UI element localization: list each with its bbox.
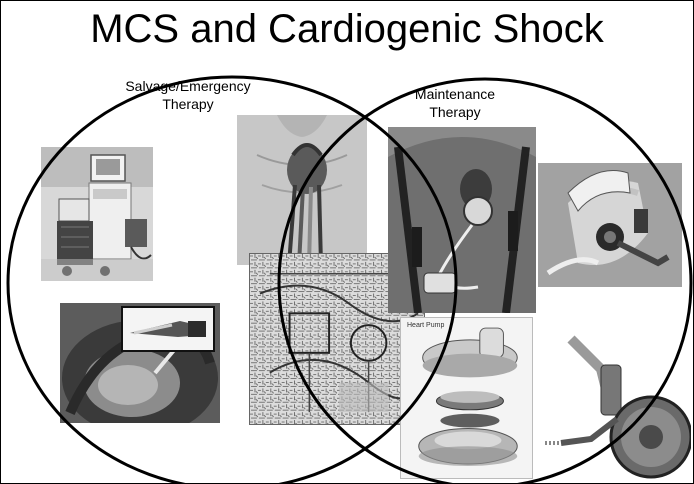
implanted-lvad-graphic <box>388 127 536 313</box>
left-circle-label-line1: Salvage/Emergency <box>125 78 251 94</box>
chest-heart-graphic <box>237 115 367 265</box>
catheter-heart-graphic <box>60 303 220 423</box>
pump-figure-caption: Heart Pump <box>407 322 445 329</box>
left-circle-label: Salvage/Emergency Therapy <box>113 77 263 113</box>
right-circle-label-line1: Maintenance <box>414 86 496 102</box>
catheter-heart-photo <box>60 303 220 423</box>
right-circle-label-line2: Therapy <box>429 104 481 120</box>
left-circle-label-line2: Therapy <box>162 96 214 112</box>
pump-exploded-view: Heart Pump <box>400 317 533 479</box>
hand-pump-photo <box>538 163 682 287</box>
pump-exploded-graphic <box>418 327 518 466</box>
centrifugal-pump-photo <box>541 329 691 479</box>
right-circle-label: Maintenance Therapy <box>393 85 517 121</box>
hand-pump-graphic <box>538 163 682 287</box>
console-cart-photo <box>41 147 153 281</box>
chest-heart-illustration <box>237 115 367 265</box>
implanted-lvad-photo <box>388 127 536 313</box>
centrifugal-pump-graphic <box>541 329 691 479</box>
slide-title: MCS and Cardiogenic Shock <box>90 7 604 51</box>
console-cart-graphic <box>41 147 153 281</box>
